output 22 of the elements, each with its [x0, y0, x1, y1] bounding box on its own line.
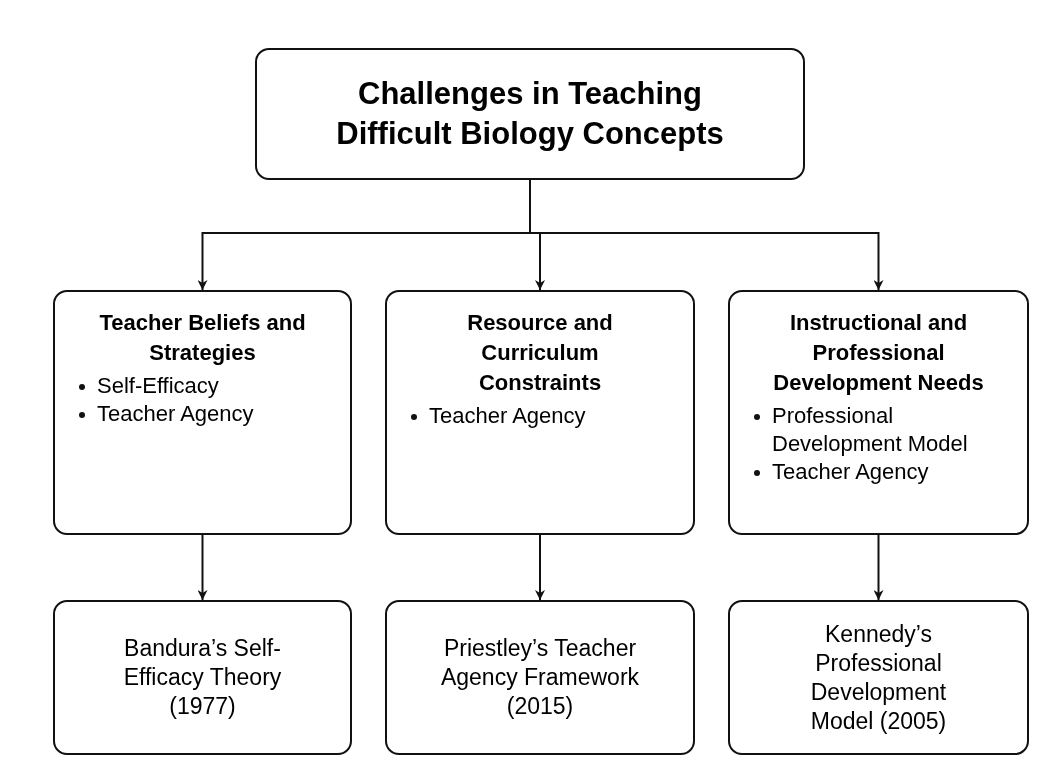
- title-text: Challenges in Teaching Difficult Biology Concepts: [335, 75, 725, 153]
- bullet-item: Teacher Agency: [97, 400, 254, 428]
- category-box: [385, 290, 695, 535]
- category-heading: Resource and Curriculum Constraints: [466, 309, 614, 397]
- arrow: [535, 534, 545, 601]
- bullet-item: Teacher Agency: [772, 458, 929, 486]
- theory-box: [53, 600, 352, 755]
- arrow: [197, 534, 208, 601]
- bullet-item: Self-Efficacy: [97, 372, 219, 400]
- category-box: [53, 290, 352, 535]
- bullet-item: Teacher Agency: [429, 402, 586, 430]
- theory-text: Kennedy’s Professional Development Model (2005): [809, 619, 948, 736]
- theory-box: [385, 600, 695, 755]
- title-box: [255, 48, 805, 180]
- category-box: [728, 290, 1029, 535]
- theory-text: Priestley’s Teacher Agency Framework (2015): [439, 634, 641, 721]
- category-heading: Teacher Beliefs and Strategies: [98, 309, 307, 367]
- theory-box: [728, 600, 1029, 755]
- category-heading: Instructional and Professional Development Needs: [772, 309, 985, 397]
- arrow: [873, 534, 884, 601]
- bullet-item: Professional Development Model: [772, 402, 969, 458]
- theory-text: Bandura’s Self-Efficacy Theory (1977): [122, 634, 283, 721]
